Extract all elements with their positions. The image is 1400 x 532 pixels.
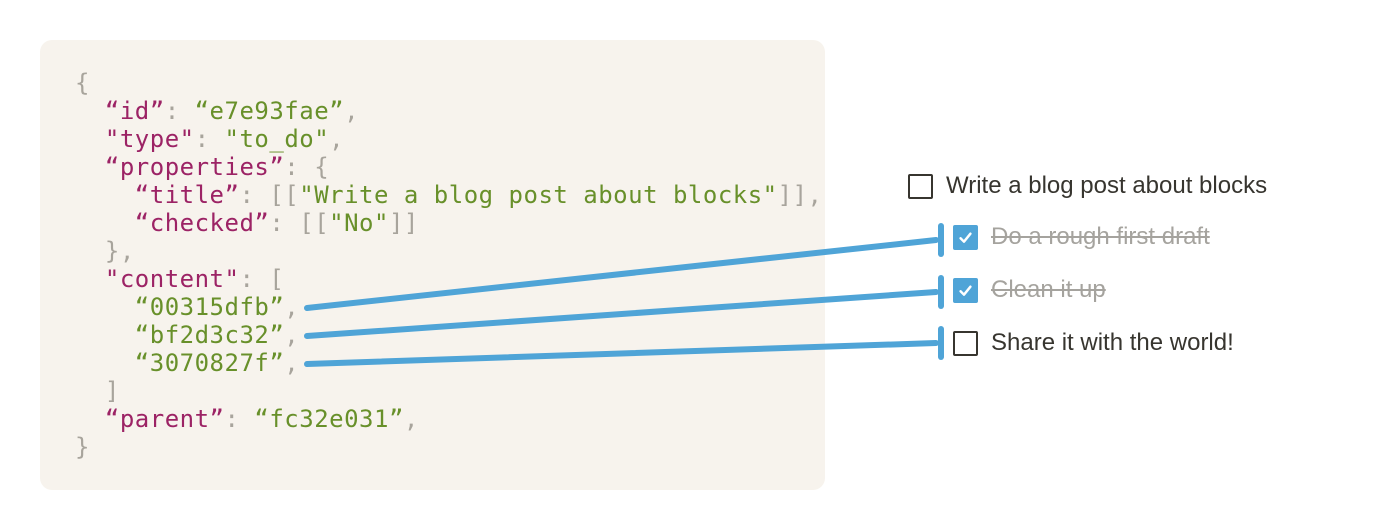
code-token: : [[ [239,181,300,209]
code-token: : { [284,153,330,181]
code-token: ]], [777,181,823,209]
unchecked-checkbox-icon[interactable] [953,330,978,356]
code-line: “parent”: “fc32e031”, [75,405,825,433]
code-line: “id”: “e7e93fae”, [75,97,825,125]
code-token [75,97,105,125]
code-token [75,125,105,153]
code-token: , [284,321,300,349]
code-token [75,321,135,349]
unchecked-checkbox-icon[interactable] [908,173,933,199]
code-token: , [403,405,419,433]
code-line: “00315dfb”, [75,293,825,321]
code-line: "type": "to_do", [75,125,825,153]
code-line: ] [75,377,825,405]
code-token: “00315dfb” [134,293,285,321]
code-token: } [75,433,90,461]
todo-label: Clean it up [991,276,1106,303]
code-token [75,209,135,237]
code-token: : [[ [269,209,330,237]
code-token: “bf2d3c32” [134,321,285,349]
code-token [75,265,105,293]
todo-label: Write a blog post about blocks [946,172,1268,199]
code-token [75,181,135,209]
code-line: “3070827f”, [75,349,825,377]
json-code-block: { “id”: “e7e93fae”, "type": "to_do", “pr… [40,40,825,461]
code-token: "No" [329,209,389,237]
code-token: "Write a blog post about blocks" [299,181,778,209]
todo-label: Share it with the world! [991,329,1234,356]
code-token: { [75,69,90,97]
code-line: "content": [ [75,265,825,293]
todo-label: Do a rough first draft [991,223,1210,250]
code-token: ]] [388,209,419,237]
code-line: “checked”: [["No"]] [75,209,825,237]
code-token: , [344,97,360,125]
code-token: "to_do" [224,125,330,153]
code-token: "content" [104,265,240,293]
code-token [75,153,105,181]
code-token: “title” [134,181,240,209]
code-token: : [194,125,225,153]
code-token: }, [75,237,135,265]
code-token: , [329,125,345,153]
code-line: “properties”: { [75,153,825,181]
todo-item: Share it with the world! [953,330,1234,356]
checked-checkbox-icon[interactable] [953,224,978,250]
code-line: } [75,433,825,461]
json-code-card: { “id”: “e7e93fae”, "type": "to_do", “pr… [40,40,825,490]
code-token [75,405,105,433]
code-token: “properties” [104,153,285,181]
code-token: “checked” [134,209,270,237]
checked-checkbox-icon[interactable] [953,277,978,303]
code-token: “3070827f” [134,349,285,377]
code-token [75,293,135,321]
code-token: “fc32e031” [254,405,404,433]
code-token [75,349,135,377]
code-token: “e7e93fae” [194,97,345,125]
todo-item: Clean it up [953,277,1106,303]
code-token: : [224,405,255,433]
code-token: “parent” [104,405,225,433]
code-line: “bf2d3c32”, [75,321,825,349]
todo-item: Do a rough first draft [953,224,1210,250]
todo-item: Write a blog post about blocks [908,173,1267,199]
code-token: : [164,97,195,125]
code-token: , [284,293,300,321]
code-token: “id” [104,97,165,125]
code-token: "type" [104,125,195,153]
code-token: : [ [239,265,285,293]
code-line: }, [75,237,825,265]
code-line: { [75,69,825,97]
code-token: ] [75,377,120,405]
code-line: “title”: [["Write a blog post about bloc… [75,181,825,209]
code-token: , [284,349,300,377]
